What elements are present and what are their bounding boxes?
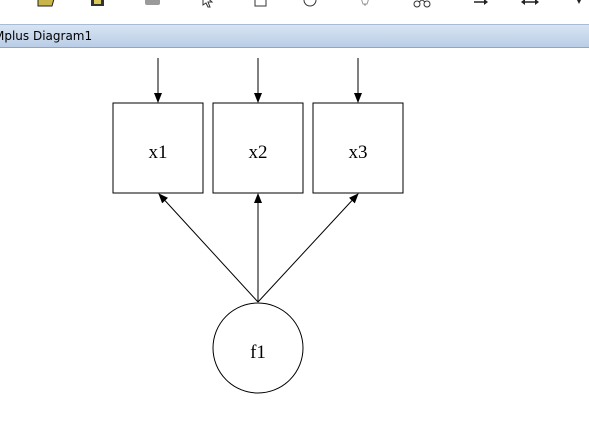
ellipse-tool-icon[interactable] <box>302 0 318 8</box>
diagram-canvas[interactable]: x1 x2 x3 f1 <box>0 48 589 436</box>
double-arrow-tool-icon[interactable] <box>520 0 540 8</box>
open-folder-icon[interactable] <box>36 0 56 8</box>
latent-factor-f1[interactable]: f1 <box>212 302 304 394</box>
stop-icon[interactable] <box>144 0 162 8</box>
down-arrow-icon[interactable] <box>572 0 586 8</box>
loading-arrow-f1-x3[interactable] <box>257 193 359 303</box>
single-arrow-tool-icon[interactable] <box>472 0 490 8</box>
observed-label-x3: x3 <box>349 142 368 163</box>
window-title: Mplus Diagram1 <box>0 29 93 43</box>
observed-variable-x1[interactable]: x1 <box>112 102 204 194</box>
loading-arrow-f1-x1[interactable] <box>158 193 259 303</box>
rectangle-tool-icon[interactable] <box>253 0 269 8</box>
observed-label-x1: x1 <box>149 142 168 163</box>
save-disk-icon[interactable] <box>90 0 106 8</box>
observed-label-x2: x2 <box>249 142 268 163</box>
lightbulb-icon[interactable] <box>357 0 373 8</box>
scissors-icon[interactable] <box>413 0 433 8</box>
window-titlebar[interactable]: Mplus Diagram1 <box>0 24 589 48</box>
toolbar <box>0 0 589 24</box>
latent-label-f1: f1 <box>250 342 266 363</box>
observed-variable-x3[interactable]: x3 <box>312 102 404 194</box>
observed-variable-x2[interactable]: x2 <box>212 102 304 194</box>
pointer-arrow-icon[interactable] <box>200 0 216 8</box>
